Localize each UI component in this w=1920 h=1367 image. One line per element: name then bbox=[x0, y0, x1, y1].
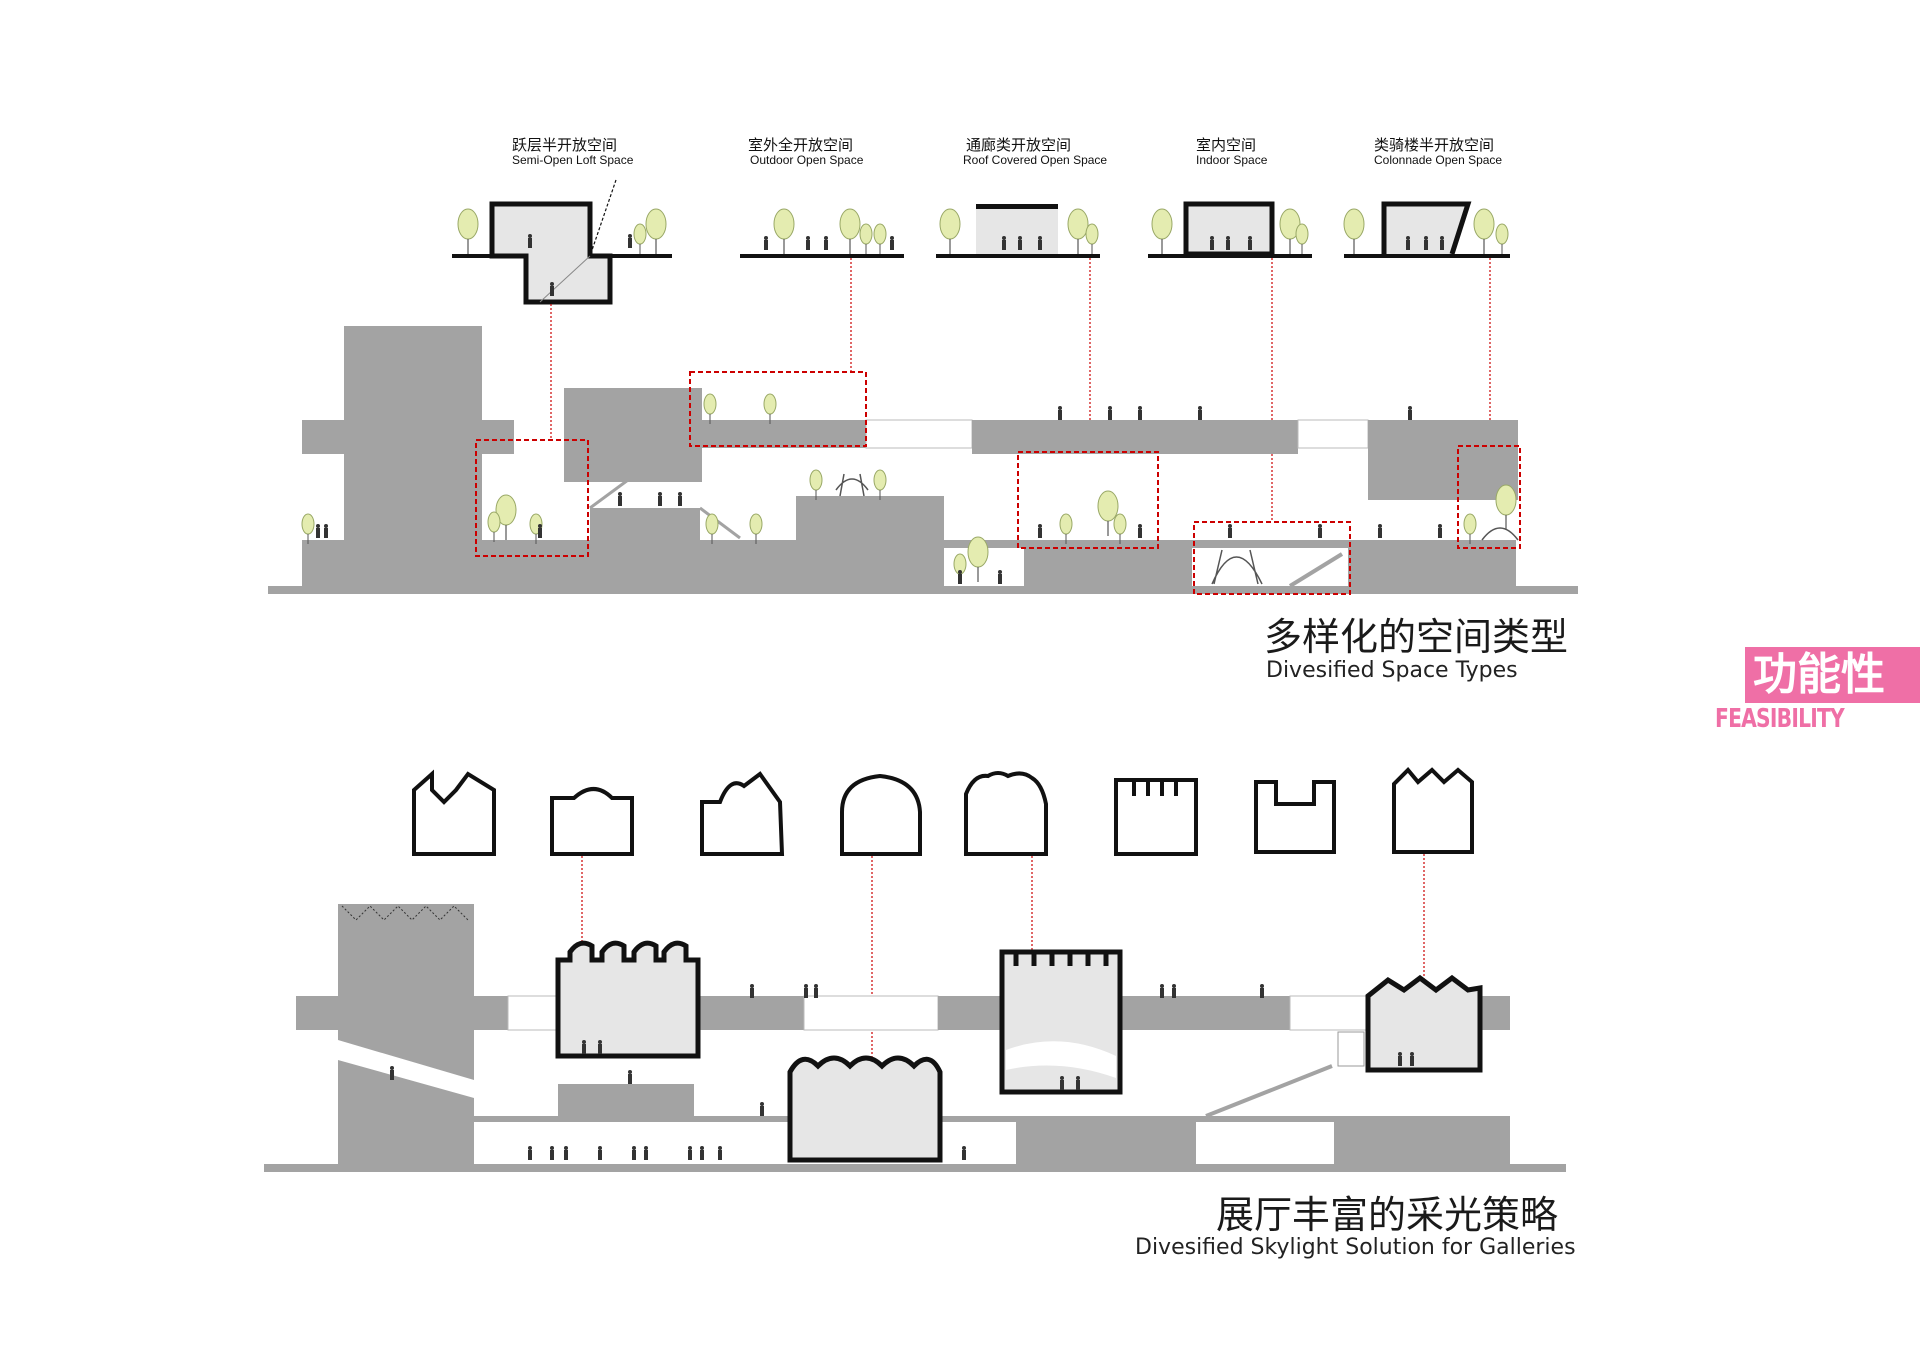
top-building-section bbox=[268, 326, 1578, 594]
section1-title-zh: 多样化的空间类型 bbox=[1264, 615, 1569, 659]
section2-title-zh: 展厅丰富的采光策略 bbox=[1216, 1193, 1559, 1237]
top-leader-lines bbox=[550, 258, 1491, 522]
space-type-icon-loft bbox=[452, 179, 672, 305]
space-type-en-4: Indoor Space bbox=[1196, 153, 1268, 167]
bottom-building-section bbox=[264, 904, 1566, 1172]
space-type-en-1: Semi-Open Loft Space bbox=[512, 153, 634, 167]
space-type-zh-1: 跃层半开放空间 bbox=[512, 136, 618, 154]
section1-title-en: Divesified Space Types bbox=[1266, 658, 1518, 683]
space-type-en-2: Outdoor Open Space bbox=[750, 153, 864, 167]
tag-title-zh: 功能性 bbox=[1753, 649, 1885, 700]
space-type-zh-4: 室内空间 bbox=[1196, 136, 1257, 154]
space-type-zh-5: 类骑楼半开放空间 bbox=[1374, 136, 1495, 154]
feasibility-tag: 功能性 bbox=[1745, 647, 1920, 703]
space-type-icon-outdoor bbox=[740, 208, 904, 258]
highlight-boxes bbox=[475, 371, 1521, 595]
space-type-icon-covered bbox=[936, 204, 1100, 258]
space-type-en-3: Roof Covered Open Space bbox=[963, 153, 1108, 167]
space-type-zh-3: 通廊类开放空间 bbox=[966, 136, 1072, 154]
space-type-zh-2: 室外全开放空间 bbox=[748, 136, 854, 154]
section2-title-en: Divesified Skylight Solution for Galleri… bbox=[1135, 1235, 1576, 1260]
space-type-icon-indoor bbox=[1148, 201, 1312, 258]
space-type-icon-colonnade bbox=[1343, 201, 1510, 258]
space-type-en-5: Colonnade Open Space bbox=[1374, 153, 1503, 167]
tag-title-en: FEASIBILITY bbox=[1714, 704, 1845, 734]
skylight-icons bbox=[412, 767, 1474, 856]
